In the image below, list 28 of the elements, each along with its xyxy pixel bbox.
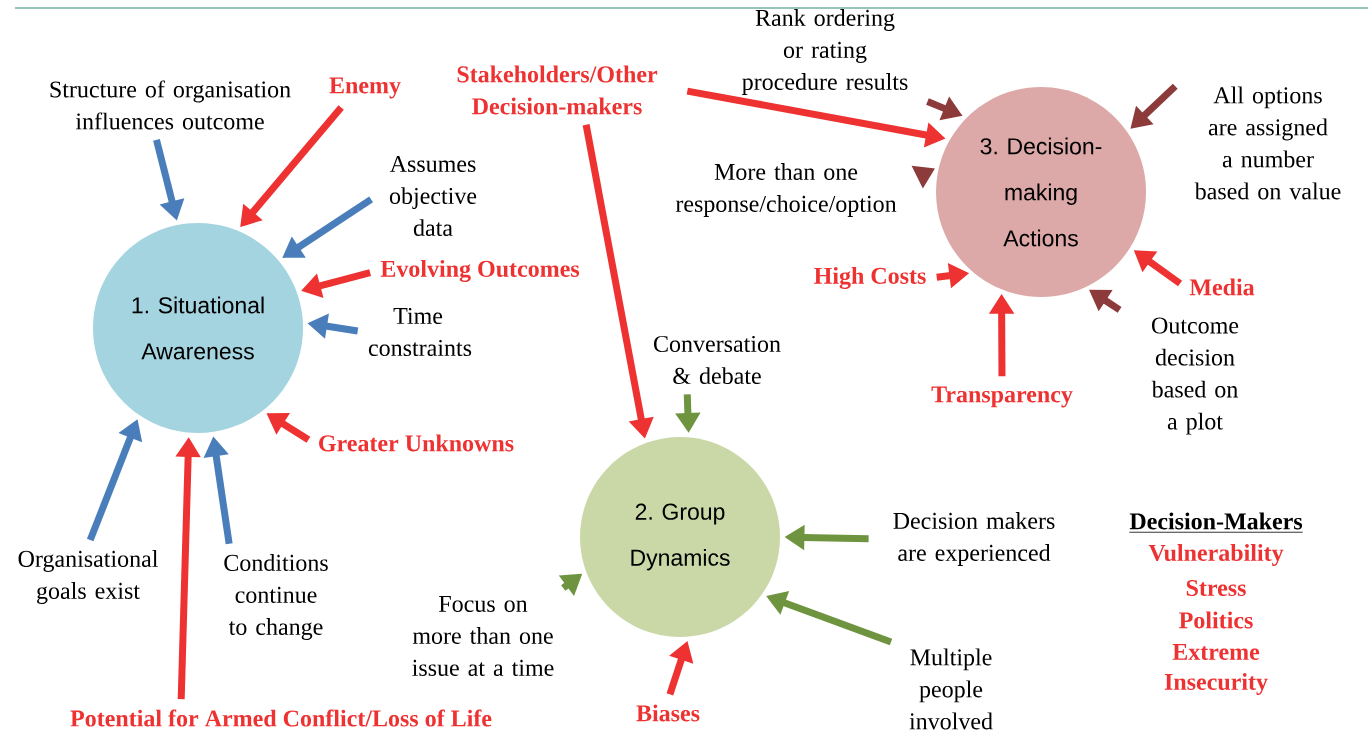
factor-label: Decision makers are experienced xyxy=(893,512,1055,566)
list-item: Politics xyxy=(1179,611,1253,629)
factor-label: Conditions continue to change xyxy=(224,554,328,640)
factor-label: Stakeholders/Other Decision-makers xyxy=(457,65,658,115)
factor-label: All options are assigned a number based on value xyxy=(1194,86,1341,200)
factor-label: Structure of organisation influences outcome xyxy=(50,80,291,130)
factor-label: Outcome decision based on a plot xyxy=(1151,317,1239,435)
factor-label: Rank ordering or rating procedure results xyxy=(742,9,908,95)
list-item: Stress xyxy=(1186,579,1246,597)
factor-label: Multiple people involved xyxy=(909,648,993,730)
factor-label: Greater Unknowns xyxy=(319,434,514,452)
factor-label: Media xyxy=(1189,278,1255,296)
factor-label: Assumes objective data xyxy=(389,155,477,236)
factor-label: Transparency xyxy=(931,386,1073,408)
factor-label: High Costs xyxy=(814,267,926,289)
factor-label: Enemy xyxy=(329,77,401,99)
list-item: Vulnerability xyxy=(1148,544,1284,566)
list-item: Extreme xyxy=(1172,644,1260,660)
factor-label: Evolving Outcomes xyxy=(380,260,580,282)
list-item: Insecurity xyxy=(1164,673,1268,695)
factor-label: Time constraints xyxy=(368,307,472,357)
factor-label: Organisational goals exist xyxy=(18,550,158,604)
factor-label: More than one response/choice/option xyxy=(675,163,897,217)
factor-label: Biases xyxy=(636,704,700,722)
factor-label: Conversation & debate xyxy=(654,335,781,385)
factor-label: Focus on more than one issue at a time xyxy=(412,596,554,676)
factor-label: Potential for Armed Conflict/Loss of Life xyxy=(70,709,492,727)
list-heading: Decision-Makers xyxy=(1128,512,1304,533)
